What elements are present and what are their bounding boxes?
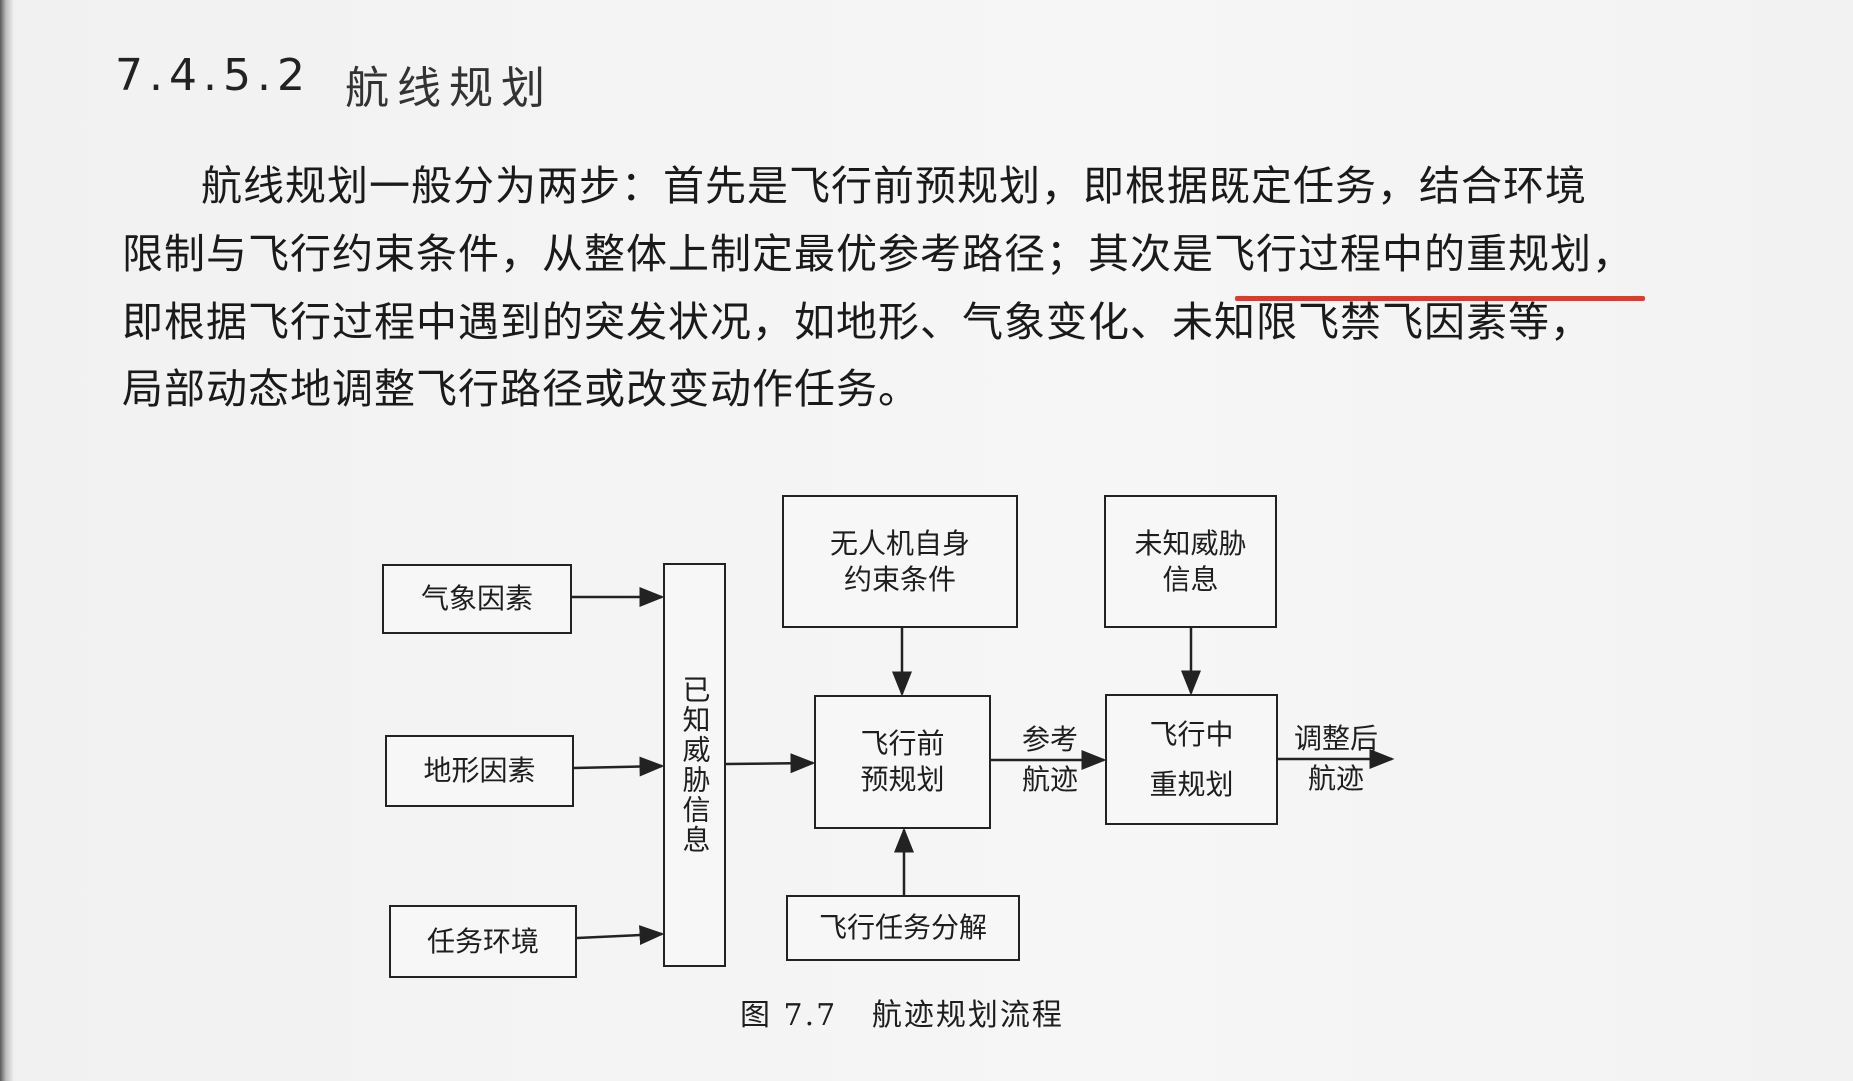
label-line: 参考 xyxy=(1021,723,1078,756)
box-uav-constraints: 无人机自身约束条件 xyxy=(782,495,1018,628)
box-known-threat: 已知威胁信息 xyxy=(663,563,726,967)
figure-caption: 图 7.7 航迹规划流程 xyxy=(740,998,1064,1033)
box-replan: 飞行中重规划 xyxy=(1105,694,1278,825)
box-label: 信息 xyxy=(1162,562,1219,596)
label-line: 航迹 xyxy=(1307,762,1364,795)
label-line: 航迹 xyxy=(1021,763,1078,796)
box-label: 气象因素 xyxy=(420,582,533,615)
box-label: 飞行中 xyxy=(1149,717,1234,751)
adjusted-track-label: 调整后航迹 xyxy=(1286,719,1386,799)
box-label: 飞行任务分解 xyxy=(818,911,987,944)
section-number: 7.4.5.2 xyxy=(115,50,311,101)
box-label: 无人机自身 xyxy=(829,526,970,560)
box-label: 任务环境 xyxy=(426,924,539,958)
box-label: 飞行前 xyxy=(860,727,945,760)
box-label: 地形因素 xyxy=(423,754,536,787)
box-label: 已知威胁信息 xyxy=(678,675,712,855)
paragraph-line: 限制与飞行约束条件，从整体上制定最优参考路径；其次是飞行过程中的重规划， xyxy=(122,230,1634,278)
box-unknown-threat: 未知威胁信息 xyxy=(1104,495,1277,628)
box-label: 约束条件 xyxy=(843,562,956,596)
paragraph-line: 即根据飞行过程中遇到的突发状况，如地形、气象变化、未知限飞禁飞因素等， xyxy=(122,298,1592,346)
box-weather: 气象因素 xyxy=(382,564,572,634)
box-terrain: 地形因素 xyxy=(385,735,574,807)
box-label: 未知威胁 xyxy=(1134,526,1247,560)
arrow-mission xyxy=(576,925,665,946)
arrow-terrain xyxy=(573,756,665,777)
box-label: 预规划 xyxy=(860,763,945,796)
paragraph-line: 局部动态地调整飞行路径或改变动作任务。 xyxy=(122,365,920,413)
paragraph-line: 航线规划一般分为两步：首先是飞行前预规划，即根据既定任务，结合环境 xyxy=(201,162,1587,210)
arrow-known-to-preplan xyxy=(725,753,816,774)
box-label: 重规划 xyxy=(1149,767,1234,801)
box-mission-env: 任务环境 xyxy=(389,905,577,978)
red-underline-annotation xyxy=(1235,296,1645,301)
box-preplan: 飞行前预规划 xyxy=(814,695,991,829)
box-task-decomp: 飞行任务分解 xyxy=(786,895,1020,961)
section-title: 航线规划 xyxy=(345,63,553,114)
label-line: 调整后 xyxy=(1293,722,1378,755)
ref-track-label: 参考航迹 xyxy=(1010,720,1090,800)
